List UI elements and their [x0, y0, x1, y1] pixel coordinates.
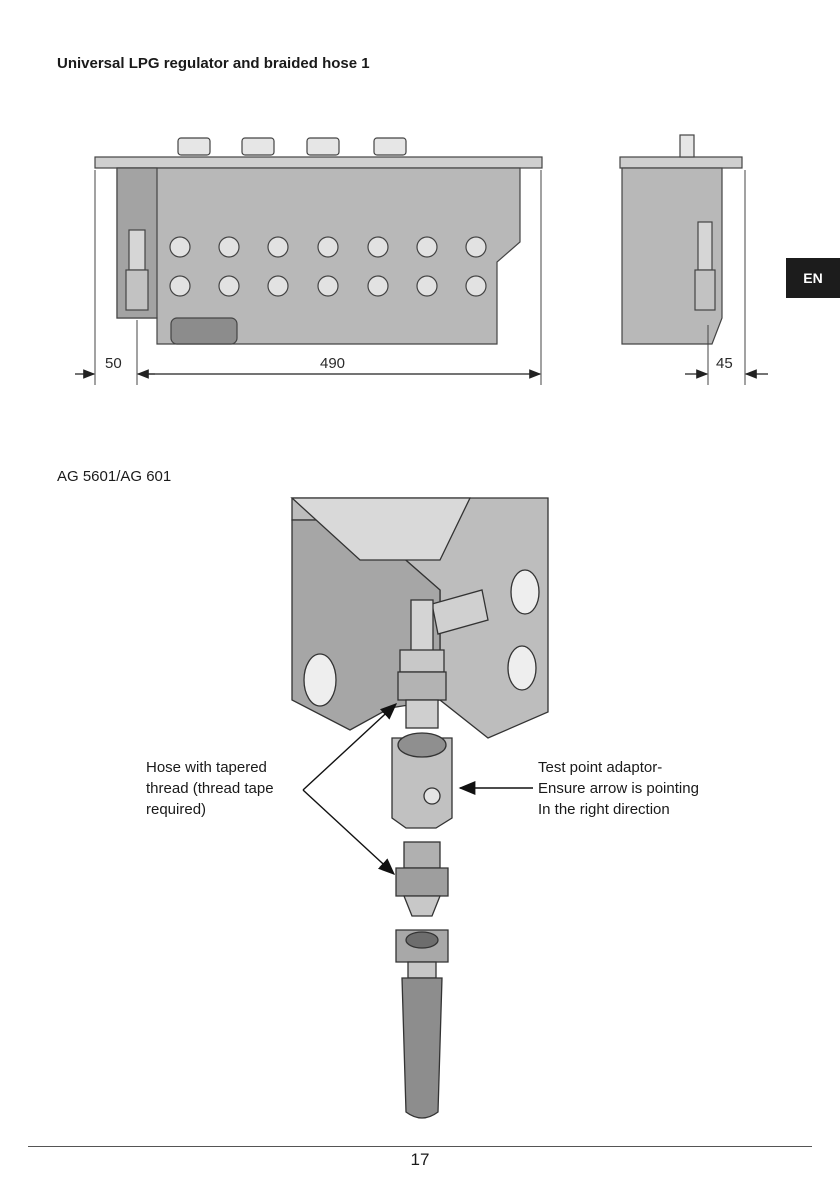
- dimension-right: 45: [716, 355, 733, 372]
- page-number: 17: [0, 1150, 840, 1170]
- test-point-callout: Test point adaptor- Ensure arrow is poin…: [538, 757, 699, 820]
- front-view: [95, 138, 542, 344]
- hose-callout: Hose with tapered thread (thread tape re…: [146, 757, 274, 820]
- dimension-width: 490: [320, 355, 345, 372]
- fitting-exploded-illustration: [0, 490, 840, 1130]
- side-view: [620, 135, 742, 344]
- dimension-left: 50: [105, 355, 122, 372]
- footer-divider: [28, 1146, 812, 1147]
- model-label: AG 5601/AG 601: [57, 468, 171, 485]
- regulator-dimension-drawing: [0, 0, 840, 420]
